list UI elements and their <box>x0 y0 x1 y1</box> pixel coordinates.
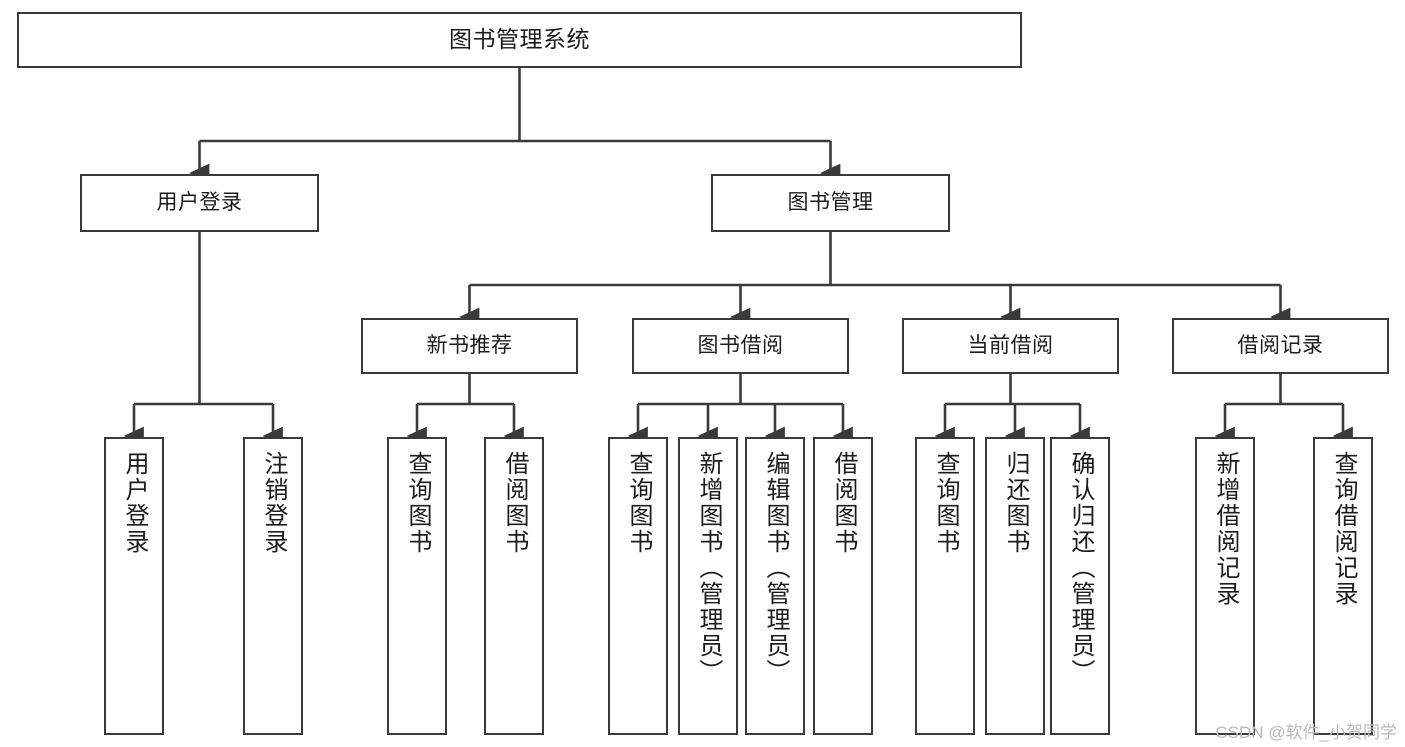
node-leaf-query-book-1: 查询图书 <box>387 437 447 735</box>
node-label: 借阅记录 <box>1237 333 1324 357</box>
node-leaf-user-login: 用户登录 <box>104 437 164 735</box>
node-label: 图书管理系统 <box>449 26 590 53</box>
node-borrow-record: 借阅记录 <box>1172 318 1389 374</box>
node-leaf-edit-book: 编辑图书（管理员） <box>745 437 805 735</box>
node-leaf-logout: 注销登录 <box>243 437 303 735</box>
node-book-manage: 图书管理 <box>711 174 950 232</box>
node-leaf-return-book: 归还图书 <box>985 437 1045 735</box>
node-leaf-query-book-3: 查询图书 <box>915 437 975 735</box>
csdn-watermark: CSDN @软件_小贺同学 <box>1215 723 1397 742</box>
node-label: 借阅图书 <box>501 451 528 555</box>
node-label: 确认归还（管理员） <box>1067 451 1094 685</box>
node-label: 新增图书（管理员） <box>695 451 722 685</box>
node-label: 用户登录 <box>121 451 148 555</box>
node-book-borrow: 图书借阅 <box>632 318 849 374</box>
node-leaf-query-record: 查询借阅记录 <box>1313 437 1373 735</box>
node-label: 归还图书 <box>1002 451 1029 555</box>
node-new-book-rec: 新书推荐 <box>361 318 578 374</box>
node-current-borrow: 当前借阅 <box>902 318 1119 374</box>
node-label: 借阅图书 <box>830 451 857 555</box>
node-label: 查询图书 <box>404 451 431 555</box>
node-label: 新增借阅记录 <box>1212 451 1239 607</box>
node-root: 图书管理系统 <box>17 12 1022 68</box>
node-leaf-query-book-2: 查询图书 <box>608 437 668 735</box>
node-leaf-borrow-book-1: 借阅图书 <box>484 437 544 735</box>
node-label: 图书管理 <box>787 190 874 214</box>
node-leaf-add-record: 新增借阅记录 <box>1195 437 1255 735</box>
node-label: 新书推荐 <box>426 333 513 357</box>
node-user-login: 用户登录 <box>80 174 319 232</box>
node-leaf-borrow-book-2: 借阅图书 <box>813 437 873 735</box>
node-label: 查询图书 <box>932 451 959 555</box>
node-label: 查询借阅记录 <box>1330 451 1357 607</box>
node-label: 图书借阅 <box>697 333 784 357</box>
node-label: 用户登录 <box>156 190 243 214</box>
node-leaf-add-book: 新增图书（管理员） <box>678 437 738 735</box>
node-label: 编辑图书（管理员） <box>762 451 789 685</box>
node-leaf-confirm-return: 确认归还（管理员） <box>1050 437 1110 735</box>
node-label: 当前借阅 <box>967 333 1054 357</box>
node-label: 注销登录 <box>260 451 287 555</box>
node-label: 查询图书 <box>625 451 652 555</box>
